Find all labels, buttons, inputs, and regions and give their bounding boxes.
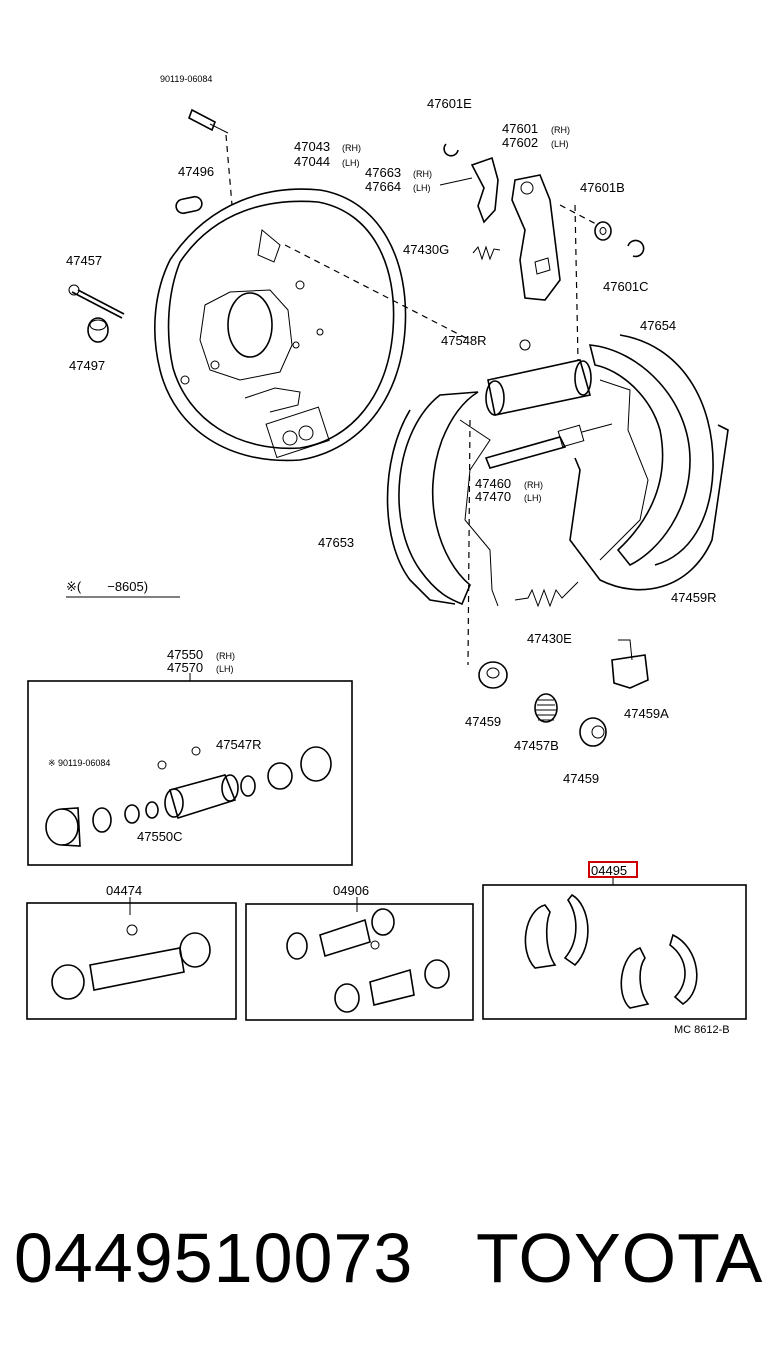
retainer-47459 bbox=[478, 661, 508, 689]
label-lh-3: (LH) bbox=[413, 183, 431, 193]
label-lh-2: (LH) bbox=[551, 139, 569, 149]
label-bolt-box: ※ 90119-06084 bbox=[48, 758, 110, 768]
label-wheel-cyl-rh: 47550 bbox=[167, 647, 203, 662]
retainer-47459-bottom bbox=[579, 717, 607, 747]
label-shoe-left: 47653 bbox=[318, 535, 354, 550]
label-hold-spring: 47457B bbox=[514, 738, 559, 753]
c-ring-47601E bbox=[443, 143, 459, 157]
washer-47601B bbox=[594, 221, 612, 241]
label-note: ※( −8605) bbox=[66, 579, 148, 594]
c-ring-47601C bbox=[627, 239, 645, 258]
box-04495 bbox=[482, 884, 747, 1020]
lever-parking bbox=[511, 174, 561, 301]
kit-04906-parts bbox=[286, 908, 450, 1013]
brand-name: TOYOTA bbox=[476, 1219, 764, 1297]
label-rh-3: (RH) bbox=[413, 169, 432, 179]
label-bleeder: 47548R bbox=[441, 333, 487, 348]
label-strut-lh: 47664 bbox=[365, 179, 401, 194]
label-cable: 47459R bbox=[671, 590, 717, 605]
label-bolt-top: 90119-06084 bbox=[160, 74, 212, 84]
label-kit-b: 04906 bbox=[333, 883, 369, 898]
label-pin: 47457 bbox=[66, 253, 102, 268]
clip-47459A bbox=[611, 639, 649, 689]
cup-47497 bbox=[87, 317, 109, 343]
leader-retainer bbox=[467, 419, 471, 666]
spring-47457B bbox=[534, 693, 558, 723]
leader-cylinder bbox=[574, 204, 579, 361]
label-retainer-a: 47459A bbox=[624, 706, 669, 721]
bolt-top bbox=[188, 108, 233, 206]
label-lh-1: (LH) bbox=[342, 158, 360, 168]
label-bleeder-r: 47547R bbox=[216, 737, 262, 752]
highlight-box-04495 bbox=[588, 861, 638, 878]
label-retainer-left: 47459 bbox=[465, 714, 501, 729]
cable-47459R bbox=[569, 424, 729, 591]
label-rh-5: (RH) bbox=[216, 651, 235, 661]
part-number: 0449510073 bbox=[14, 1219, 414, 1297]
spring-47430E bbox=[514, 581, 579, 608]
shoe-right bbox=[588, 334, 714, 567]
label-plug: 47496 bbox=[178, 164, 214, 179]
label-rh-1: (RH) bbox=[342, 143, 361, 153]
leader-plate bbox=[284, 244, 471, 341]
label-plate-rh: 47043 bbox=[294, 139, 330, 154]
strut-47663 bbox=[439, 156, 499, 224]
label-cup: 47497 bbox=[69, 358, 105, 373]
label-lever-lh: 47602 bbox=[502, 135, 538, 150]
label-retainer-bottom: 47459 bbox=[563, 771, 599, 786]
kit-04474-parts bbox=[51, 924, 211, 1000]
leader-strut bbox=[559, 204, 599, 226]
label-spring-e: 47430E bbox=[527, 631, 572, 646]
label-lh-5: (LH) bbox=[216, 664, 234, 674]
label-wheel-cyl-lh: 47570 bbox=[167, 660, 203, 675]
label-strut-rh: 47663 bbox=[365, 165, 401, 180]
label-c-ring-e: 47601E bbox=[427, 96, 472, 111]
backing-plate bbox=[154, 188, 407, 462]
wheel-cylinder-main bbox=[485, 339, 592, 416]
label-plate-lh: 47044 bbox=[294, 154, 330, 169]
spring-47430G bbox=[472, 245, 501, 261]
label-spring-g: 47430G bbox=[403, 242, 449, 257]
label-diagram-code: MC 8612-B bbox=[674, 1024, 730, 1036]
adjuster-47460 bbox=[484, 423, 613, 469]
label-kit-c: 04495 bbox=[591, 863, 627, 878]
label-adjuster-lh: 47470 bbox=[475, 489, 511, 504]
label-lever-rh: 47601 bbox=[502, 121, 538, 136]
label-kit-a: 04474 bbox=[106, 883, 142, 898]
wheel-cylinder-exploded bbox=[45, 746, 332, 847]
label-rh-2: (RH) bbox=[551, 125, 570, 135]
shoe-left bbox=[386, 391, 499, 607]
label-cup-kit: 47550C bbox=[137, 829, 183, 844]
box-04474 bbox=[26, 902, 237, 1020]
plug-47496 bbox=[175, 195, 203, 215]
kit-04495-shoes bbox=[524, 893, 698, 1009]
box-04906 bbox=[245, 903, 474, 1021]
pin-47457 bbox=[68, 284, 125, 319]
label-lh-4: (LH) bbox=[524, 493, 542, 503]
label-washer-b: 47601B bbox=[580, 180, 625, 195]
label-adjuster-rh: 47460 bbox=[475, 476, 511, 491]
label-rh-4: (RH) bbox=[524, 480, 543, 490]
label-shoe-right: 47654 bbox=[640, 318, 676, 333]
label-c-ring-c: 47601C bbox=[603, 279, 649, 294]
